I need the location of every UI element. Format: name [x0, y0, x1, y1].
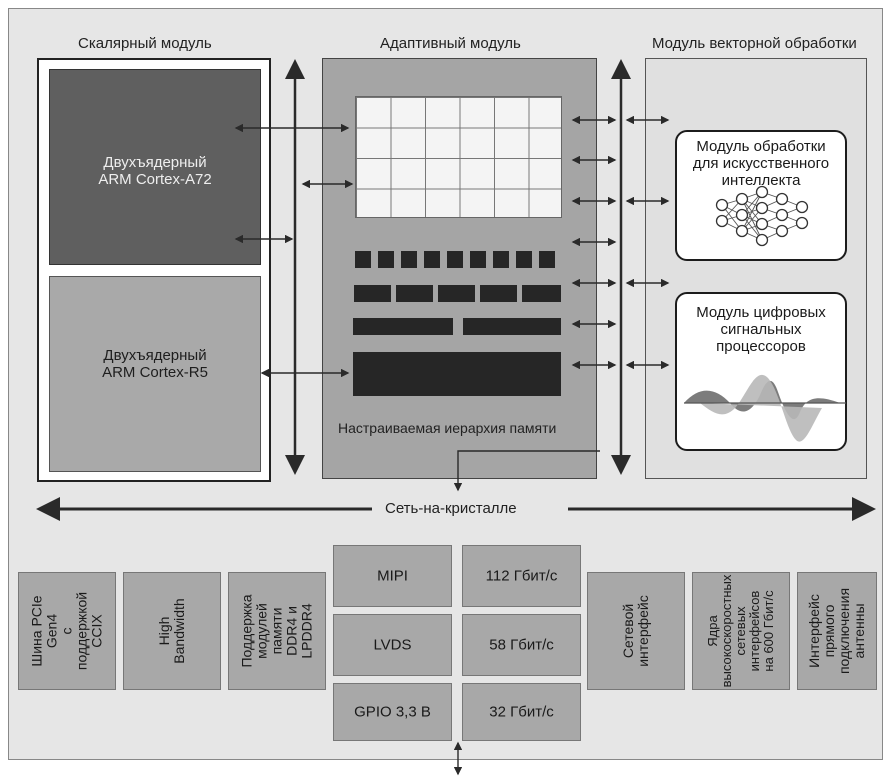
cortex-r5-block: Двухъядерный ARM Cortex-R5 [49, 276, 261, 472]
neural-network-icon [715, 185, 809, 247]
logic-grid [355, 96, 562, 218]
io-ddr-memory: Поддержка модулей памяти DDR4 и LPDDR4 [228, 572, 326, 690]
dsp-engine-label: Модуль цифровых сигнальных процессоров [696, 304, 826, 355]
io-gpio: GPIO 3,3 В [333, 683, 452, 741]
signal-waveform-icon [684, 374, 846, 442]
io-600g-cores: Ядра высокоскоростных сетевых интерфейсо… [692, 572, 790, 690]
io-high-bandwidth: High Bandwidth [123, 572, 221, 690]
io-network-interface: Сетевой интерфейс [587, 572, 685, 690]
io-mipi: MIPI [333, 545, 452, 607]
dsp-engine-card: Модуль цифровых сигнальных процессоров [675, 292, 847, 451]
memory-blocks-row1 [355, 251, 555, 268]
network-on-chip-label: Сеть-на-кристалле [385, 500, 517, 517]
cortex-a72-label: Двухъядерный ARM Cortex-A72 [98, 154, 212, 188]
adaptive-module-title: Адаптивный модуль [380, 35, 521, 52]
io-32g: 32 Гбит/с [462, 683, 581, 741]
memory-hierarchy-label: Настраиваемая иерархия памяти [338, 420, 557, 436]
memory-noc-link [453, 450, 600, 492]
io-rf-antenna: Интерфейс прямого подключения антенны [797, 572, 877, 690]
scalar-module-title: Скалярный модуль [78, 35, 212, 52]
io-112g: 112 Гбит/с [462, 545, 581, 607]
vector-module-title: Модуль векторной обработки [652, 35, 857, 52]
cortex-r5-label: Двухъядерный ARM Cortex-R5 [102, 347, 208, 381]
ai-engine-label: Модуль обработки для искусственного инте… [692, 138, 830, 189]
io-pcie: Шина PCIe Gen4 с поддержкой CCIX [18, 572, 116, 690]
io-lvds: LVDS [333, 614, 452, 676]
connection-arrows [234, 115, 670, 378]
memory-block-large [353, 352, 561, 396]
memory-blocks-row3 [353, 318, 561, 335]
cortex-a72-block: Двухъядерный ARM Cortex-A72 [49, 69, 261, 265]
io-58g: 58 Гбит/с [462, 614, 581, 676]
memory-blocks-row2 [354, 285, 561, 302]
ai-engine-card: Модуль обработки для искусственного инте… [675, 130, 847, 261]
